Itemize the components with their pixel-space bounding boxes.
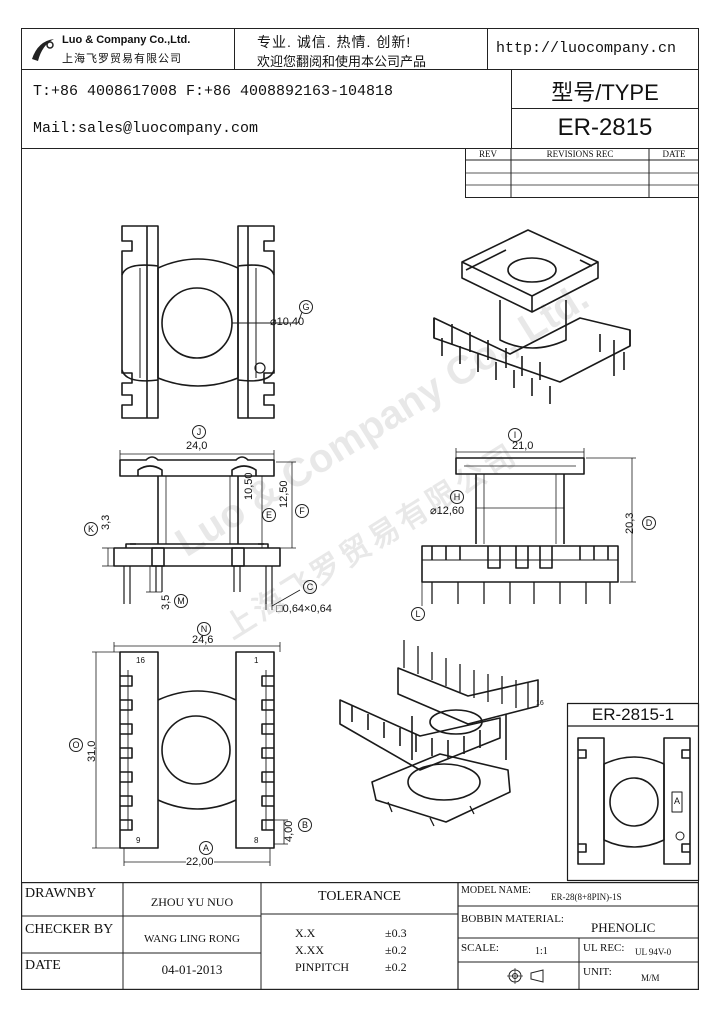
slogan-line2: 欢迎您翻阅和使用本公司产品 bbox=[257, 54, 427, 69]
pin-label-8: 8 bbox=[254, 836, 259, 845]
date-value: 04-01-2013 bbox=[161, 962, 223, 977]
model-name-value: ER-28(8+8PIN)-1S bbox=[551, 892, 622, 902]
dim-b-label: B bbox=[298, 818, 312, 832]
unit-label: UNIT: bbox=[583, 966, 612, 978]
dim-b-value: 4,00 bbox=[283, 820, 295, 842]
dim-n-value: 24,6 bbox=[192, 634, 214, 646]
pin-label-16: 16 bbox=[136, 656, 145, 665]
company-name-en: Luo & Company Co.,Ltd. bbox=[62, 34, 191, 46]
variant-title: ER-2815-1 bbox=[591, 705, 675, 724]
variant-mark: A bbox=[674, 796, 681, 806]
part-number: ER-2815 bbox=[557, 114, 653, 141]
dim-g-value: ⌀10,40 bbox=[270, 316, 305, 328]
projection-symbol-icon bbox=[507, 968, 544, 984]
revisions-table: REV REVISIONS REC DATE bbox=[465, 148, 699, 198]
dim-c-value: □0,64×0,64 bbox=[276, 603, 332, 615]
mail-text[interactable]: Mail:sales@luocompany.com bbox=[33, 120, 259, 137]
company-logo-cell: Luo & Company Co.,Ltd. 上海飞罗贸易有限公司 bbox=[21, 28, 235, 70]
part-number-cell: ER-2815 bbox=[511, 108, 699, 149]
dim-l-label: L bbox=[411, 607, 425, 621]
type-label-cell: 型号/TYPE bbox=[511, 69, 699, 109]
drawnby-label: DRAWNBY bbox=[25, 886, 97, 901]
unit-value: M/M bbox=[641, 973, 660, 983]
scale-value: 1:1 bbox=[535, 946, 548, 957]
dim-g-label: G bbox=[299, 300, 313, 314]
tol-xxx-label: X.XX bbox=[295, 943, 324, 957]
dim-i-label: I bbox=[508, 428, 522, 442]
website-link[interactable]: http://luocompany.cn bbox=[496, 40, 677, 57]
pin-label-9: 9 bbox=[136, 836, 141, 845]
title-block-grid bbox=[21, 882, 699, 990]
dim-a-label: A bbox=[199, 841, 213, 855]
title-block: DRAWNBY ZHOU YU NUO CHECKER BY WANG LING… bbox=[21, 882, 699, 990]
dim-d-label: D bbox=[642, 516, 656, 530]
dim-f-label: F bbox=[295, 504, 309, 518]
slogan-cell: 专业. 诚信. 热情. 创新! 欢迎您翻阅和使用本公司产品 bbox=[234, 28, 488, 70]
dim-f-value: 12,50 bbox=[278, 480, 290, 508]
scale-label: SCALE: bbox=[461, 942, 499, 954]
website-cell: http://luocompany.cn bbox=[487, 28, 699, 70]
checker-value: WANG LING RONG bbox=[144, 933, 240, 945]
dim-e-value: 10,50 bbox=[243, 472, 255, 500]
dim-j-value: 24,0 bbox=[186, 440, 208, 452]
tol-xx-label: X.X bbox=[295, 926, 316, 940]
revisions-grid bbox=[465, 148, 699, 198]
company-logo-icon bbox=[32, 39, 54, 61]
ul-rec-value: UL 94V-0 bbox=[635, 947, 672, 957]
tol-pinpitch-label: PINPITCH bbox=[295, 960, 350, 974]
contact-cell: T:+86 4008617008 F:+86 4008892163-104818… bbox=[21, 69, 512, 149]
dim-e-label: E bbox=[262, 508, 276, 522]
dim-j-label: J bbox=[192, 425, 206, 439]
revisions-col-header: REVISIONS REC bbox=[546, 149, 614, 159]
bobbin-material-label: BOBBIN MATERIAL: bbox=[461, 913, 564, 925]
company-name-cn: 上海飞罗贸易有限公司 bbox=[62, 53, 182, 65]
tolerance-label: TOLERANCE bbox=[318, 889, 401, 904]
pin-label-16-iso: 16 bbox=[536, 700, 544, 707]
dim-k-label: K bbox=[84, 522, 98, 536]
drawnby-value: ZHOU YU NUO bbox=[150, 895, 234, 909]
dim-o-label: O bbox=[69, 738, 83, 752]
phone-fax-text: T:+86 4008617008 F:+86 4008892163-104818 bbox=[33, 83, 394, 100]
dim-k-value: 3,3 bbox=[100, 514, 112, 530]
dim-h-value: ⌀12,60 bbox=[430, 505, 465, 517]
rev-col-header: REV bbox=[479, 149, 497, 159]
dim-i-value: 21,0 bbox=[512, 440, 534, 452]
ul-rec-label: UL REC: bbox=[583, 942, 625, 954]
date-col-header: DATE bbox=[662, 149, 686, 159]
dim-m-label: M bbox=[174, 594, 188, 608]
model-name-label: MODEL NAME: bbox=[461, 885, 531, 896]
type-label: 型号/TYPE bbox=[551, 80, 659, 105]
dim-o-value: 31,0 bbox=[86, 740, 98, 762]
dim-a-value: 22,00 bbox=[186, 856, 214, 868]
tol-xx-value: ±0.3 bbox=[385, 926, 407, 940]
date-label: DATE bbox=[25, 958, 61, 973]
pin-label-1: 1 bbox=[254, 656, 259, 665]
dim-m-value: 3,5 bbox=[160, 594, 172, 610]
dim-c-label: C bbox=[303, 580, 317, 594]
checker-label: CHECKER BY bbox=[25, 922, 114, 937]
tol-xxx-value: ±0.2 bbox=[385, 943, 407, 957]
dim-d-value: 20,3 bbox=[624, 512, 636, 534]
bobbin-material-value: PHENOLIC bbox=[591, 920, 656, 935]
slogan-line1: 专业. 诚信. 热情. 创新! bbox=[257, 34, 412, 50]
tol-pinpitch-value: ±0.2 bbox=[385, 960, 407, 974]
dim-n-label: N bbox=[197, 622, 211, 636]
dim-h-label: H bbox=[450, 490, 464, 504]
